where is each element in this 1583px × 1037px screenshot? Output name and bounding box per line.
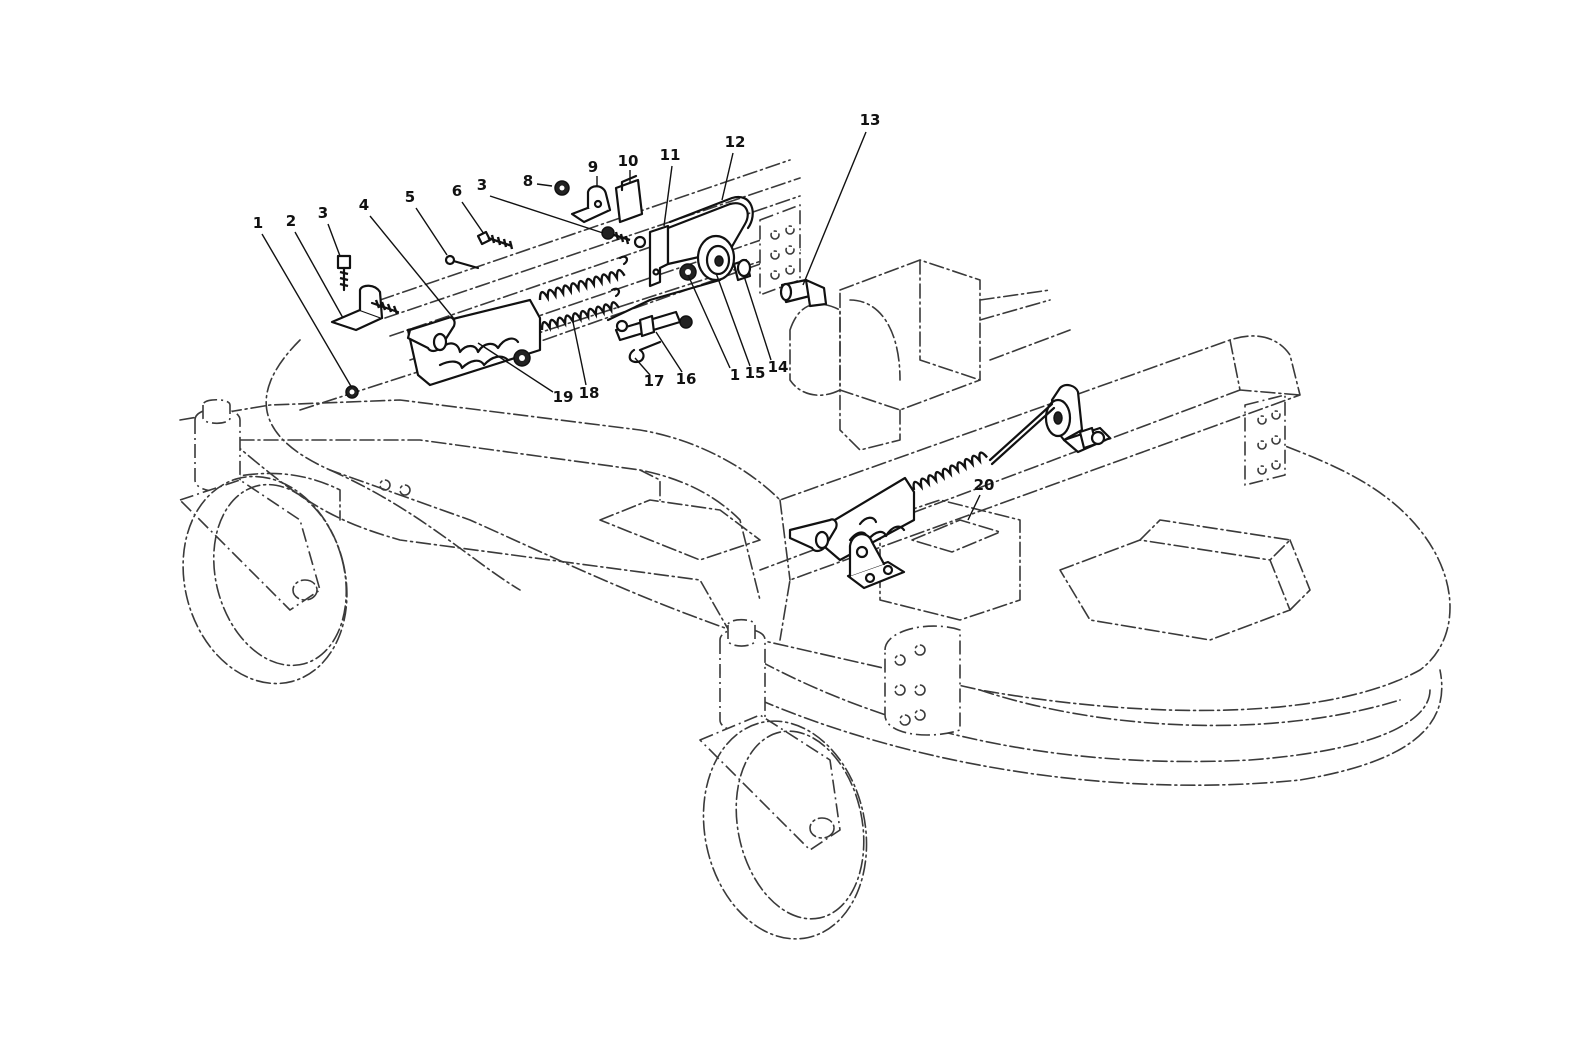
callout-label: 1 (730, 366, 740, 384)
callout-leader (572, 321, 587, 386)
callout-label: 6 (452, 182, 462, 200)
callout-leader (663, 165, 673, 227)
callout-label: 3 (318, 204, 328, 222)
callout-leader (687, 274, 731, 369)
callout-leader (743, 275, 772, 361)
callout-leader (461, 201, 485, 235)
callout-leader (369, 215, 456, 321)
callout-leader (477, 342, 554, 393)
callout-leader (261, 233, 353, 389)
callout-leader (327, 223, 341, 257)
callout-leader (489, 195, 604, 234)
callout-leader (721, 152, 734, 201)
callout-label: 15 (745, 364, 766, 382)
callout-label: 18 (579, 384, 600, 402)
left-height-adjust-assembly (330, 230, 722, 399)
callout-label: 11 (660, 146, 681, 164)
callout-label: 17 (644, 372, 665, 390)
callout-leader (802, 131, 867, 286)
callout-label: 9 (588, 158, 598, 176)
callout-label: 5 (405, 188, 415, 206)
callout-leader (715, 272, 751, 367)
callout-label: 10 (618, 152, 639, 170)
callout-label: 13 (860, 111, 881, 129)
callout-label: 1 (253, 214, 263, 232)
callout-label: 16 (676, 370, 697, 388)
callout-label: 20 (974, 476, 995, 494)
callout-label: 2 (286, 212, 296, 230)
callout-leader (536, 183, 553, 187)
callout-leader (634, 357, 651, 376)
spring-lower-part-18 (540, 301, 620, 332)
front-height-adjust-assembly (788, 383, 1112, 590)
callout-label: 14 (768, 358, 789, 376)
rear-idler-assembly (554, 174, 828, 308)
callout-leader (294, 231, 344, 319)
callout-label: 8 (523, 172, 533, 190)
callout-label: 19 (553, 388, 574, 406)
callout-leader (967, 494, 981, 521)
mower-deck-phantom (179, 159, 1451, 940)
callout-label: 3 (477, 176, 487, 194)
callout-label: 12 (725, 133, 746, 151)
bracket-part-2-upright (358, 284, 384, 320)
callout-leader (415, 207, 448, 256)
callout-leader (655, 331, 683, 373)
hairpin-part-17 (628, 340, 662, 364)
spring-upper-part-18 (538, 268, 626, 302)
callout-label: 4 (359, 196, 369, 214)
bracket-part-11 (648, 224, 670, 288)
